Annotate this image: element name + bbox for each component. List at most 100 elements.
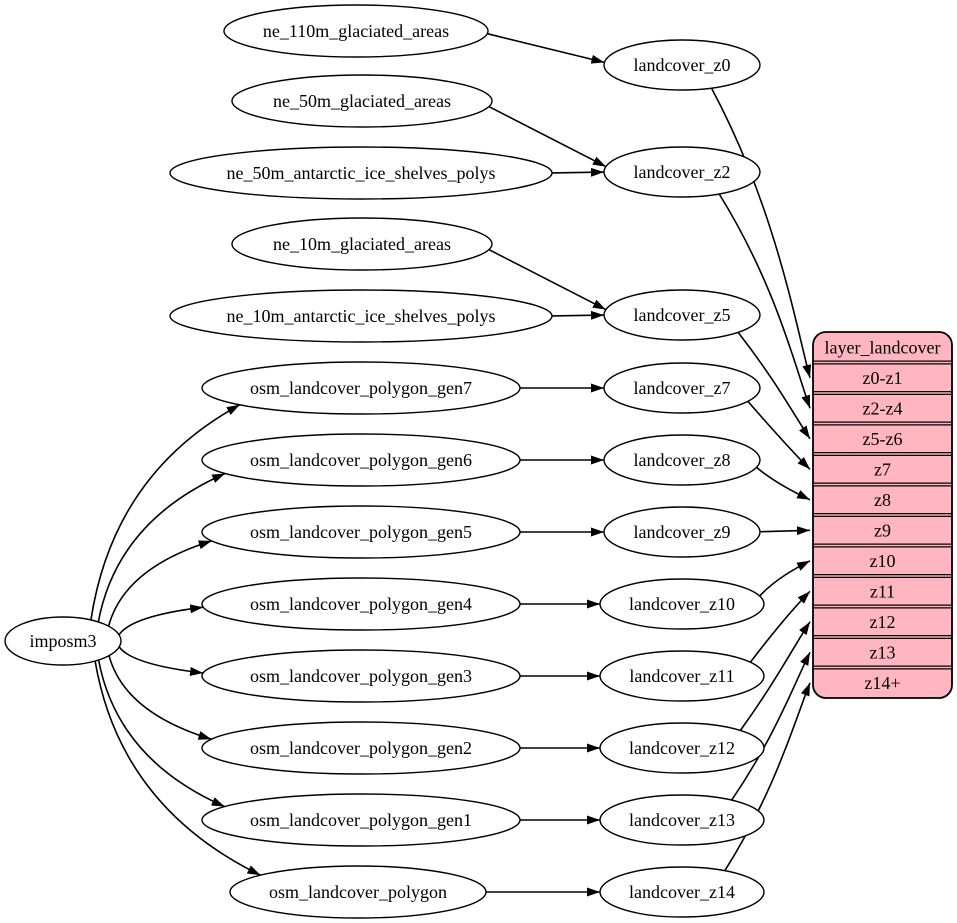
node-label: osm_landcover_polygon [269,882,447,902]
node-label: ne_50m_antarctic_ice_shelves_polys [227,163,496,183]
edge-landcover_z13-to-row-z13 [731,651,811,801]
node-ne_110m_glaciated_areas: ne_110m_glaciated_areas [223,4,489,58]
node-osm_landcover_polygon_gen4: osm_landcover_polygon_gen4 [201,577,521,631]
node-label: landcover_z11 [629,666,734,686]
node-imposm3: imposm3 [4,616,122,666]
node-shape [4,616,122,666]
edge-landcover_z0-to-row-z0-z1 [710,87,812,379]
node-osm_landcover_polygon_gen2: osm_landcover_polygon_gen2 [201,721,521,775]
node-label: osm_landcover_polygon_gen2 [250,738,472,758]
edge-imposm3-to-osm_landcover_polygon_gen4 [118,604,204,636]
table-row-z2-z4: z2-z4 [863,398,903,418]
node-landcover_z11: landcover_z11 [599,650,765,702]
node-shape [599,578,765,630]
edge-landcover_z5-to-row-z5-z6 [737,331,811,440]
node-label: ne_10m_antarctic_ice_shelves_polys [227,306,496,326]
edge-imposm3-to-osm_landcover_polygon_gen3 [118,646,204,676]
table-row-z8: z8 [874,490,891,510]
node-shape [223,4,489,58]
node-label: osm_landcover_polygon_gen6 [250,450,472,470]
node-label: osm_landcover_polygon_gen4 [250,594,472,614]
node-shape [599,722,765,774]
edge-imposm3-to-osm_landcover_polygon_gen7 [90,404,241,621]
node-label: landcover_z2 [634,162,731,182]
node-landcover_z7: landcover_z7 [603,362,761,414]
node-osm_landcover_polygon_gen5: osm_landcover_polygon_gen5 [201,505,521,559]
node-shape [201,433,521,487]
edge-imposm3-to-osm_landcover_polygon_gen5 [107,540,212,627]
node-landcover_z12: landcover_z12 [599,722,765,774]
edge-ne_50m_glaciated_areas-to-landcover_z2 [488,105,607,168]
edge-landcover_z11-to-row-z11 [749,590,811,663]
table-row-z14+: z14+ [864,673,900,693]
node-shape [231,74,493,128]
node-label: landcover_z12 [629,738,735,758]
node-shape [169,289,553,343]
table-row-z10: z10 [870,551,896,571]
edge-landcover_z7-to-row-z7 [747,400,811,470]
node-shape [599,794,765,846]
node-shape [603,289,761,341]
node-shape [603,506,761,558]
table-row-z12: z12 [870,612,896,632]
node-landcover_z0: landcover_z0 [603,39,761,91]
node-osm_landcover_polygon_gen7: osm_landcover_polygon_gen7 [201,361,521,415]
node-label: landcover_z5 [634,305,731,325]
table-row-z0-z1: z0-z1 [863,368,903,388]
node-shape [599,650,765,702]
node-label: landcover_z14 [629,882,735,902]
node-label: landcover_z10 [629,594,735,614]
node-label: osm_landcover_polygon_gen3 [250,666,472,686]
table-row-z13: z13 [870,642,896,662]
node-ne_50m_glaciated_areas: ne_50m_glaciated_areas [231,74,493,128]
node-osm_landcover_polygon_gen6: osm_landcover_polygon_gen6 [201,433,521,487]
node-label: landcover_z13 [629,810,735,830]
edge-ne_10m_antarctic_ice_shelves_polys-to-landcover_z5 [551,310,605,320]
node-shape [201,577,521,631]
edge-landcover_z14-to-row-z14+ [724,682,811,872]
node-landcover_z10: landcover_z10 [599,578,765,630]
node-shape [231,217,493,271]
node-shape [201,649,521,703]
node-shape [201,793,521,847]
edge-imposm3-to-osm_landcover_polygon_gen1 [97,659,226,808]
edges [90,32,812,897]
node-label: osm_landcover_polygon_gen7 [250,378,472,398]
node-label: osm_landcover_polygon_gen1 [250,810,472,830]
node-label: ne_50m_glaciated_areas [273,91,451,111]
node-label: ne_110m_glaciated_areas [263,21,449,41]
edge-landcover_z9-to-row-z9 [759,526,811,536]
edge-ne_50m_antarctic_ice_shelves_polys-to-landcover_z2 [551,167,605,177]
edge-landcover_z8-to-row-z8 [755,466,811,501]
node-ne_10m_antarctic_ice_shelves_polys: ne_10m_antarctic_ice_shelves_polys [169,289,553,343]
node-label: osm_landcover_polygon_gen5 [250,522,472,542]
node-landcover_z5: landcover_z5 [603,289,761,341]
node-shape [169,146,553,200]
nodes: imposm3 ne_110m_glaciated_areas ne_50m_gla… [4,4,765,919]
edge-landcover_z2-to-row-z2-z4 [718,193,811,409]
node-shape [603,146,761,198]
node-osm_landcover_polygon_gen3: osm_landcover_polygon_gen3 [201,649,521,703]
table-background [813,332,952,698]
table-row-z5-z6: z5-z6 [863,429,903,449]
node-label: landcover_z7 [634,378,731,398]
node-ne_50m_antarctic_ice_shelves_polys: ne_50m_antarctic_ice_shelves_polys [169,146,553,200]
node-shape [229,865,487,919]
table-layer_landcover: layer_landcoverz0-z1z2-z4z5-z6z7z8z9z10z… [812,331,953,699]
node-shape [201,505,521,559]
node-landcover_z9: landcover_z9 [603,506,761,558]
table-row-z7: z7 [874,459,891,479]
node-shape [603,362,761,414]
node-shape [599,866,765,918]
node-landcover_z2: landcover_z2 [603,146,761,198]
table-border [812,331,953,699]
node-label: landcover_z0 [634,55,731,75]
node-label: ne_10m_glaciated_areas [273,234,451,254]
node-landcover_z13: landcover_z13 [599,794,765,846]
edge-imposm3-to-osm_landcover_polygon_gen2 [108,655,212,740]
node-label: imposm3 [29,631,96,651]
node-shape [201,361,521,415]
table-title: layer_landcover [825,337,941,357]
